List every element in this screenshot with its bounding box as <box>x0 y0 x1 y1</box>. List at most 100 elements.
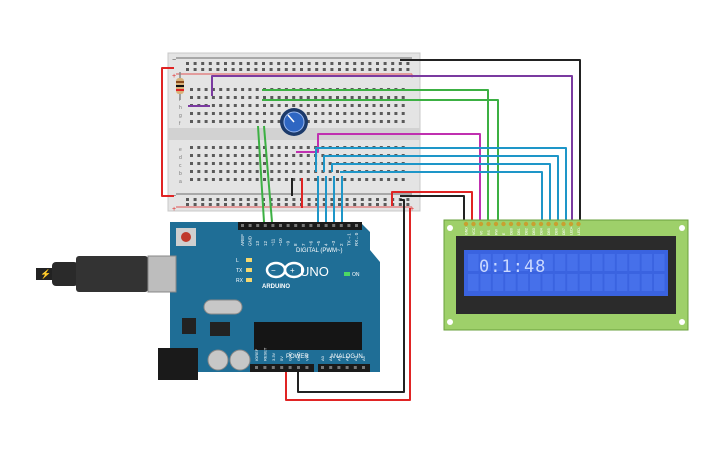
lcd-pin[interactable] <box>486 221 491 227</box>
terminal-hole[interactable] <box>394 104 398 107</box>
terminal-hole[interactable] <box>357 120 361 123</box>
wire-blue-1[interactable] <box>315 147 567 222</box>
terminal-hole[interactable] <box>233 146 237 149</box>
wire-purple-top[interactable] <box>211 75 573 222</box>
rail-hole[interactable] <box>231 68 235 71</box>
terminal-hole[interactable] <box>284 146 288 149</box>
rail-hole[interactable] <box>383 198 387 201</box>
terminal-hole[interactable] <box>394 178 398 181</box>
terminal-hole[interactable] <box>343 112 347 115</box>
rail-hole[interactable] <box>193 68 197 71</box>
terminal-hole[interactable] <box>255 146 259 149</box>
rail-hole[interactable] <box>345 203 349 206</box>
lcd-pin[interactable] <box>561 221 566 227</box>
rail-hole[interactable] <box>368 68 372 71</box>
terminal-hole[interactable] <box>219 120 223 123</box>
terminal-hole[interactable] <box>255 162 259 165</box>
terminal-hole[interactable] <box>328 178 332 181</box>
terminal-hole[interactable] <box>284 170 288 173</box>
terminal-hole[interactable] <box>255 96 259 99</box>
analog-pin[interactable] <box>321 366 324 369</box>
terminal-hole[interactable] <box>350 120 354 123</box>
terminal-hole[interactable] <box>263 170 266 173</box>
rail-hole[interactable] <box>360 62 364 65</box>
terminal-hole[interactable] <box>387 178 391 181</box>
rail-hole[interactable] <box>269 62 273 65</box>
rail-hole[interactable] <box>239 62 243 65</box>
terminal-hole[interactable] <box>197 120 201 123</box>
rail-hole[interactable] <box>216 203 220 206</box>
rail-hole[interactable] <box>330 198 334 201</box>
terminal-hole[interactable] <box>270 112 274 115</box>
terminal-hole[interactable] <box>263 178 266 181</box>
digital-pin[interactable] <box>339 224 343 227</box>
rail-hole[interactable] <box>307 62 311 65</box>
terminal-hole[interactable] <box>190 162 193 165</box>
terminal-hole[interactable] <box>190 120 193 123</box>
rail-hole[interactable] <box>284 62 288 65</box>
rail-hole[interactable] <box>383 62 387 65</box>
rail-hole[interactable] <box>277 68 281 71</box>
rail-hole[interactable] <box>277 62 281 65</box>
rail-hole[interactable] <box>338 68 341 71</box>
terminal-hole[interactable] <box>226 120 230 123</box>
terminal-hole[interactable] <box>211 178 215 181</box>
terminal-hole[interactable] <box>401 96 405 99</box>
rail-hole[interactable] <box>368 203 372 206</box>
rail-hole[interactable] <box>322 203 326 206</box>
terminal-hole[interactable] <box>372 112 376 115</box>
rail-hole[interactable] <box>345 68 349 71</box>
rail-hole[interactable] <box>338 198 341 201</box>
terminal-hole[interactable] <box>190 170 193 173</box>
rail-hole[interactable] <box>398 62 402 65</box>
terminal-hole[interactable] <box>248 162 252 165</box>
terminal-hole[interactable] <box>263 112 266 115</box>
terminal-hole[interactable] <box>343 96 347 99</box>
rail-hole[interactable] <box>246 62 250 65</box>
analog-pin[interactable] <box>353 366 357 369</box>
rail-hole[interactable] <box>300 62 303 65</box>
terminal-hole[interactable] <box>365 104 369 107</box>
terminal-hole[interactable] <box>336 120 339 123</box>
terminal-hole[interactable] <box>263 104 266 107</box>
rail-hole[interactable] <box>406 198 410 201</box>
terminal-hole[interactable] <box>255 178 259 181</box>
terminal-hole[interactable] <box>226 154 230 157</box>
terminal-hole[interactable] <box>379 112 383 115</box>
terminal-hole[interactable] <box>197 162 201 165</box>
terminal-hole[interactable] <box>277 96 281 99</box>
terminal-hole[interactable] <box>248 112 252 115</box>
rail-hole[interactable] <box>201 68 205 71</box>
terminal-hole[interactable] <box>299 154 303 157</box>
terminal-hole[interactable] <box>255 112 259 115</box>
terminal-hole[interactable] <box>233 178 237 181</box>
rail-hole[interactable] <box>292 62 296 65</box>
terminal-hole[interactable] <box>248 96 252 99</box>
terminal-hole[interactable] <box>299 170 303 173</box>
terminal-hole[interactable] <box>270 146 274 149</box>
terminal-hole[interactable] <box>255 104 259 107</box>
rail-hole[interactable] <box>315 62 319 65</box>
terminal-hole[interactable] <box>204 162 208 165</box>
terminal-hole[interactable] <box>248 170 252 173</box>
terminal-hole[interactable] <box>336 96 339 99</box>
wire-black-gnd[interactable] <box>297 199 405 393</box>
analog-pin[interactable] <box>329 366 333 369</box>
analog-header[interactable] <box>318 364 370 372</box>
terminal-hole[interactable] <box>292 154 296 157</box>
terminal-hole[interactable] <box>190 88 193 91</box>
terminal-hole[interactable] <box>277 146 281 149</box>
terminal-hole[interactable] <box>219 88 223 91</box>
power-pin[interactable] <box>280 366 284 369</box>
digital-pin[interactable] <box>355 224 358 227</box>
rail-hole[interactable] <box>338 203 341 206</box>
rail-hole[interactable] <box>193 62 197 65</box>
terminal-hole[interactable] <box>306 178 310 181</box>
terminal-hole[interactable] <box>379 104 383 107</box>
rail-hole[interactable] <box>391 62 395 65</box>
terminal-hole[interactable] <box>357 104 361 107</box>
terminal-hole[interactable] <box>299 162 303 165</box>
terminal-hole[interactable] <box>233 104 237 107</box>
terminal-hole[interactable] <box>372 120 376 123</box>
resistor[interactable] <box>176 72 184 100</box>
